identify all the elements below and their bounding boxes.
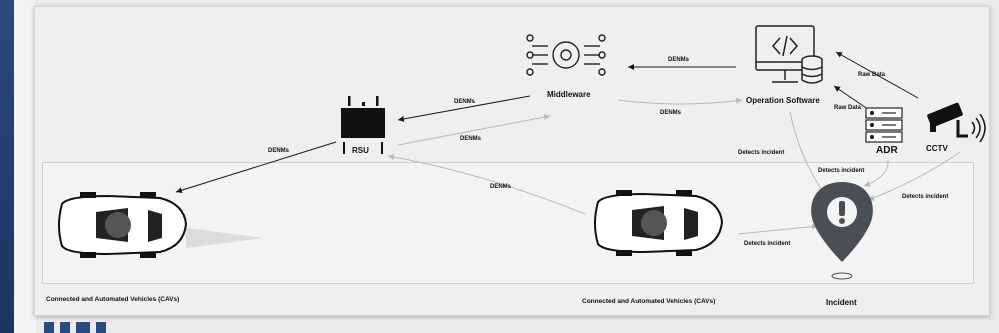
cctv-label: CCTV — [926, 144, 948, 153]
denm-rsu-to-left-car-label: DENMs — [268, 148, 290, 154]
arrow-rsu-to-left-car — [175, 141, 337, 194]
middleware-icon — [526, 34, 606, 76]
rsu-label: RSU — [352, 146, 369, 155]
raw-data-cctv-label: Raw Data — [858, 72, 886, 78]
arrow-middleware-to-rsu — [397, 95, 531, 122]
cctv-icon — [927, 102, 986, 143]
arrow-right-car-to-rsu — [387, 154, 586, 215]
arrow-cctv-to-ops — [835, 51, 919, 99]
frame-left-bar — [0, 0, 14, 333]
detects-incident-ops-label: Detects incident — [738, 150, 785, 156]
detects-incident-car-label: Detects incident — [744, 241, 791, 247]
middleware-label: Middleware — [547, 90, 591, 99]
denm-right-car-to-rsu-label: DENMs — [490, 184, 512, 190]
arrow-ops-detects — [789, 111, 827, 197]
arrow-car-detects — [737, 223, 819, 235]
cavs-caption-left: Connected and Automated Vehicles (CAVs) — [46, 296, 180, 303]
cavs-caption-right: Connected and Automated Vehicles (CAVs) — [582, 298, 716, 305]
arrow-adr-detects — [863, 159, 889, 187]
right-car-icon — [594, 190, 724, 256]
incident-label: Incident — [826, 298, 857, 307]
frame-bottom-decoration — [44, 322, 106, 333]
denm-rsu-to-middleware-label: DENMs — [460, 136, 482, 142]
operation-software-label: Operation Software — [746, 96, 820, 105]
arrow-cctv-detects — [867, 151, 961, 201]
frame-side-strip — [14, 0, 36, 333]
adr-label: ADR — [876, 145, 898, 156]
denm-ops-to-middleware-label: DENMs — [668, 57, 690, 63]
raw-data-adr-label: Raw Data — [834, 105, 862, 111]
arrow-rsu-to-middleware — [397, 114, 551, 146]
incident-marker-icon — [811, 182, 873, 280]
detects-incident-adr-label: Detects incident — [818, 168, 865, 174]
rsu-icon — [341, 96, 385, 154]
denm-middleware-to-rsu-label: DENMs — [454, 99, 476, 105]
operation-software-icon — [755, 25, 823, 84]
denm-middleware-to-ops-label: DENMs — [660, 110, 682, 116]
detects-incident-cctv-label: Detects incident — [902, 194, 949, 200]
arrow-middleware-to-ops — [617, 97, 743, 105]
adr-icon — [865, 107, 903, 143]
left-car-icon — [58, 192, 264, 258]
